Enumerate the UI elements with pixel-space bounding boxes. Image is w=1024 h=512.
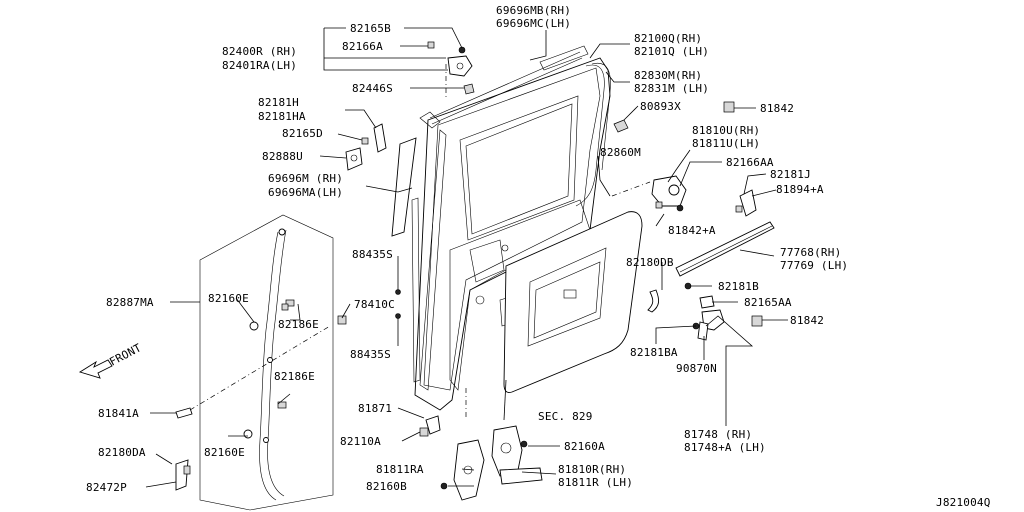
label-82830m: 82830M(RH) [634, 69, 702, 82]
label-82400r: 82400R (RH) [222, 45, 297, 58]
label-82160e-top: 82160E [208, 292, 249, 305]
label-81810r: 81810R(RH) [558, 463, 626, 476]
label-82180da: 82180DA [98, 446, 146, 459]
striker-parts-left [345, 123, 417, 237]
label-81811ra: 81811RA [376, 463, 424, 476]
label-82472p: 82472P [86, 481, 127, 494]
front-arrow-icon: FRONT [78, 341, 144, 379]
label-69696mc: 69696MC(LH) [496, 17, 571, 30]
label-82181h: 82181H [258, 96, 299, 109]
label-82166a: 82166A [342, 40, 383, 53]
label-82165b: 82165B [350, 22, 391, 35]
label-81810u: 81810U(RH) [692, 124, 760, 137]
label-81748a: 81748+A (LH) [684, 441, 766, 454]
label-69696m: 69696M (RH) [268, 172, 343, 185]
label-82181ha: 82181HA [258, 110, 306, 123]
glass-run-strips [429, 45, 611, 207]
label-81841a: 81841A [98, 407, 139, 420]
label-82160e-bottom: 82160E [204, 446, 245, 459]
label-69696mb: 69696MB(RH) [496, 4, 571, 17]
label-81894a: 81894+A [776, 183, 824, 196]
label-82160a: 82160A [564, 440, 605, 453]
label-82860m: 82860M [600, 146, 641, 159]
label-88435s-top: 88435S [352, 248, 393, 261]
label-82831m: 82831M (LH) [634, 82, 709, 95]
label-82181ba: 82181BA [630, 346, 678, 359]
upper-hinge-group [427, 41, 475, 100]
label-77769: 77769 (LH) [780, 259, 848, 272]
weatherstrip-82887ma [243, 228, 295, 501]
label-81871: 81871 [358, 402, 392, 415]
label-81842a: 81842+A [668, 224, 716, 237]
label-sec829: SEC. 829 [538, 410, 593, 423]
label-78410c: 78410C [354, 298, 395, 311]
label-81842-top: 81842 [760, 102, 794, 115]
label-82887ma: 82887MA [106, 296, 154, 309]
label-82101q: 82101Q (LH) [634, 45, 709, 58]
label-82166aa: 82166AA [726, 156, 774, 169]
label-82181b: 82181B [718, 280, 759, 293]
label-81842-bottom: 81842 [790, 314, 824, 327]
bottom-hinge-parts [175, 321, 709, 501]
guide-lines [189, 181, 651, 420]
label-82110a: 82110A [340, 435, 381, 448]
label-77768: 77768(RH) [780, 246, 841, 259]
label-81748: 81748 (RH) [684, 428, 752, 441]
front-label: FRONT [107, 341, 143, 369]
label-82160b: 82160B [366, 480, 407, 493]
label-80893x: 80893X [640, 100, 681, 113]
upper-roller-81810u [651, 175, 687, 212]
label-82165d: 82165D [282, 127, 323, 140]
part-labels: 82165B 82166A 82400R (RH) 82401RA(LH) 82… [86, 4, 991, 509]
label-82100q: 82100Q(RH) [634, 32, 702, 45]
label-82186e-bottom: 82186E [274, 370, 315, 383]
label-88435s-bottom: 88435S [350, 348, 391, 361]
rail-77768 [675, 221, 775, 277]
clips-and-bolts [175, 289, 401, 419]
label-82446s: 82446S [352, 82, 393, 95]
label-69696ma: 69696MA(LH) [268, 186, 343, 199]
label-82186e-top: 82186E [278, 318, 319, 331]
label-82181j: 82181J [770, 168, 811, 181]
diagram-id: J821004Q [936, 496, 991, 509]
weatherstrip-subassembly-frame [199, 214, 334, 511]
label-82888u: 82888U [262, 150, 303, 163]
leader-lines [145, 27, 788, 488]
label-82180db: 82180DB [626, 256, 674, 269]
label-81811u: 81811U(LH) [692, 137, 760, 150]
label-82401ra: 82401RA(LH) [222, 59, 297, 72]
label-82165aa: 82165AA [744, 296, 792, 309]
label-90870n: 90870N [676, 362, 717, 375]
label-81811r: 81811R (LH) [558, 476, 633, 489]
small-parts-right [613, 101, 763, 331]
